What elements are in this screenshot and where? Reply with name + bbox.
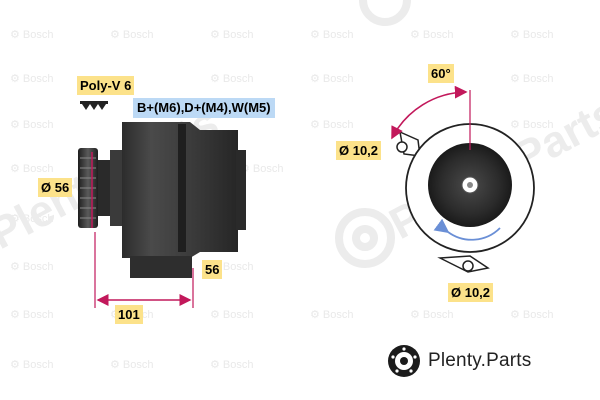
watermark-brand: ⚙ Bosch <box>410 309 454 321</box>
watermark-brand: ⚙ Bosch <box>10 73 54 85</box>
top-hole-diameter-label: Ø 10,2 <box>336 141 382 160</box>
watermark-brand: ⚙ Bosch <box>110 359 154 371</box>
watermark-brand: ⚙ Bosch <box>240 163 284 175</box>
watermark-brand: ⚙ Bosch <box>310 119 354 131</box>
watermark-brand: ⚙ Bosch <box>310 309 354 321</box>
watermark-brand: ⚙ Bosch <box>10 213 54 225</box>
watermark-gear-icon <box>352 225 378 251</box>
watermark-gear-icon <box>359 0 411 26</box>
watermark-brand: ⚙ Bosch <box>10 119 54 131</box>
pulley <box>78 148 122 228</box>
body-length-label: 101 <box>115 305 143 324</box>
watermark-brand: ⚙ Bosch <box>510 29 554 41</box>
mounting-foot <box>130 256 192 278</box>
watermark-brand: ⚙ Bosch <box>110 29 154 41</box>
shaft-center <box>467 182 473 188</box>
bottom-mount-hole <box>462 260 474 272</box>
mount-angle-label: 60° <box>428 64 454 83</box>
watermark-brand: ⚙ Bosch <box>210 309 254 321</box>
pulley-type-label: Poly-V 6 <box>77 76 135 95</box>
watermark-brand: ⚙ Bosch <box>410 29 454 41</box>
watermark-brand: ⚙ Bosch <box>510 309 554 321</box>
rotation-direction-arrow <box>433 218 501 241</box>
brand-logo-text: Plenty.Parts <box>428 350 532 371</box>
housing-seam <box>178 124 186 252</box>
rear-cover <box>236 150 246 230</box>
watermark-brand: ⚙ Bosch <box>310 29 354 41</box>
alternator-side-view <box>78 122 246 278</box>
watermark-brand: ⚙ Bosch <box>10 309 54 321</box>
watermark-brand: ⚙ Bosch <box>510 73 554 85</box>
watermark-brand: ⚙ Bosch <box>210 29 254 41</box>
mount-angle-arc <box>391 85 468 140</box>
watermark-brand: ⚙ Bosch <box>310 73 354 85</box>
terminals-label: B+(M6),D+(M4),W(M5) <box>133 98 275 118</box>
watermark-brand: ⚙ Bosch <box>10 261 54 273</box>
brand-logo: Plenty.Parts <box>386 343 531 379</box>
top-mount-hole <box>396 141 408 153</box>
alternator-front-view <box>396 123 535 273</box>
watermark-brand: ⚙ Bosch <box>10 29 54 41</box>
watermark-brand: ⚙ Bosch <box>210 359 254 371</box>
watermark-brand: ⚙ Bosch <box>10 163 54 175</box>
brake-disc-icon <box>388 345 420 377</box>
pulley-diameter-label: Ø 56 <box>38 178 73 197</box>
watermark-brand: ⚙ Bosch <box>210 73 254 85</box>
poly-v-icon <box>80 101 108 110</box>
watermark-brand: ⚙ Bosch <box>510 119 554 131</box>
flange-length-label: 56 <box>202 260 223 279</box>
watermark-brand: ⚙ Bosch <box>10 359 54 371</box>
watermark-gear-icon <box>335 208 395 268</box>
bottom-hole-diameter-label: Ø 10,2 <box>448 283 494 302</box>
